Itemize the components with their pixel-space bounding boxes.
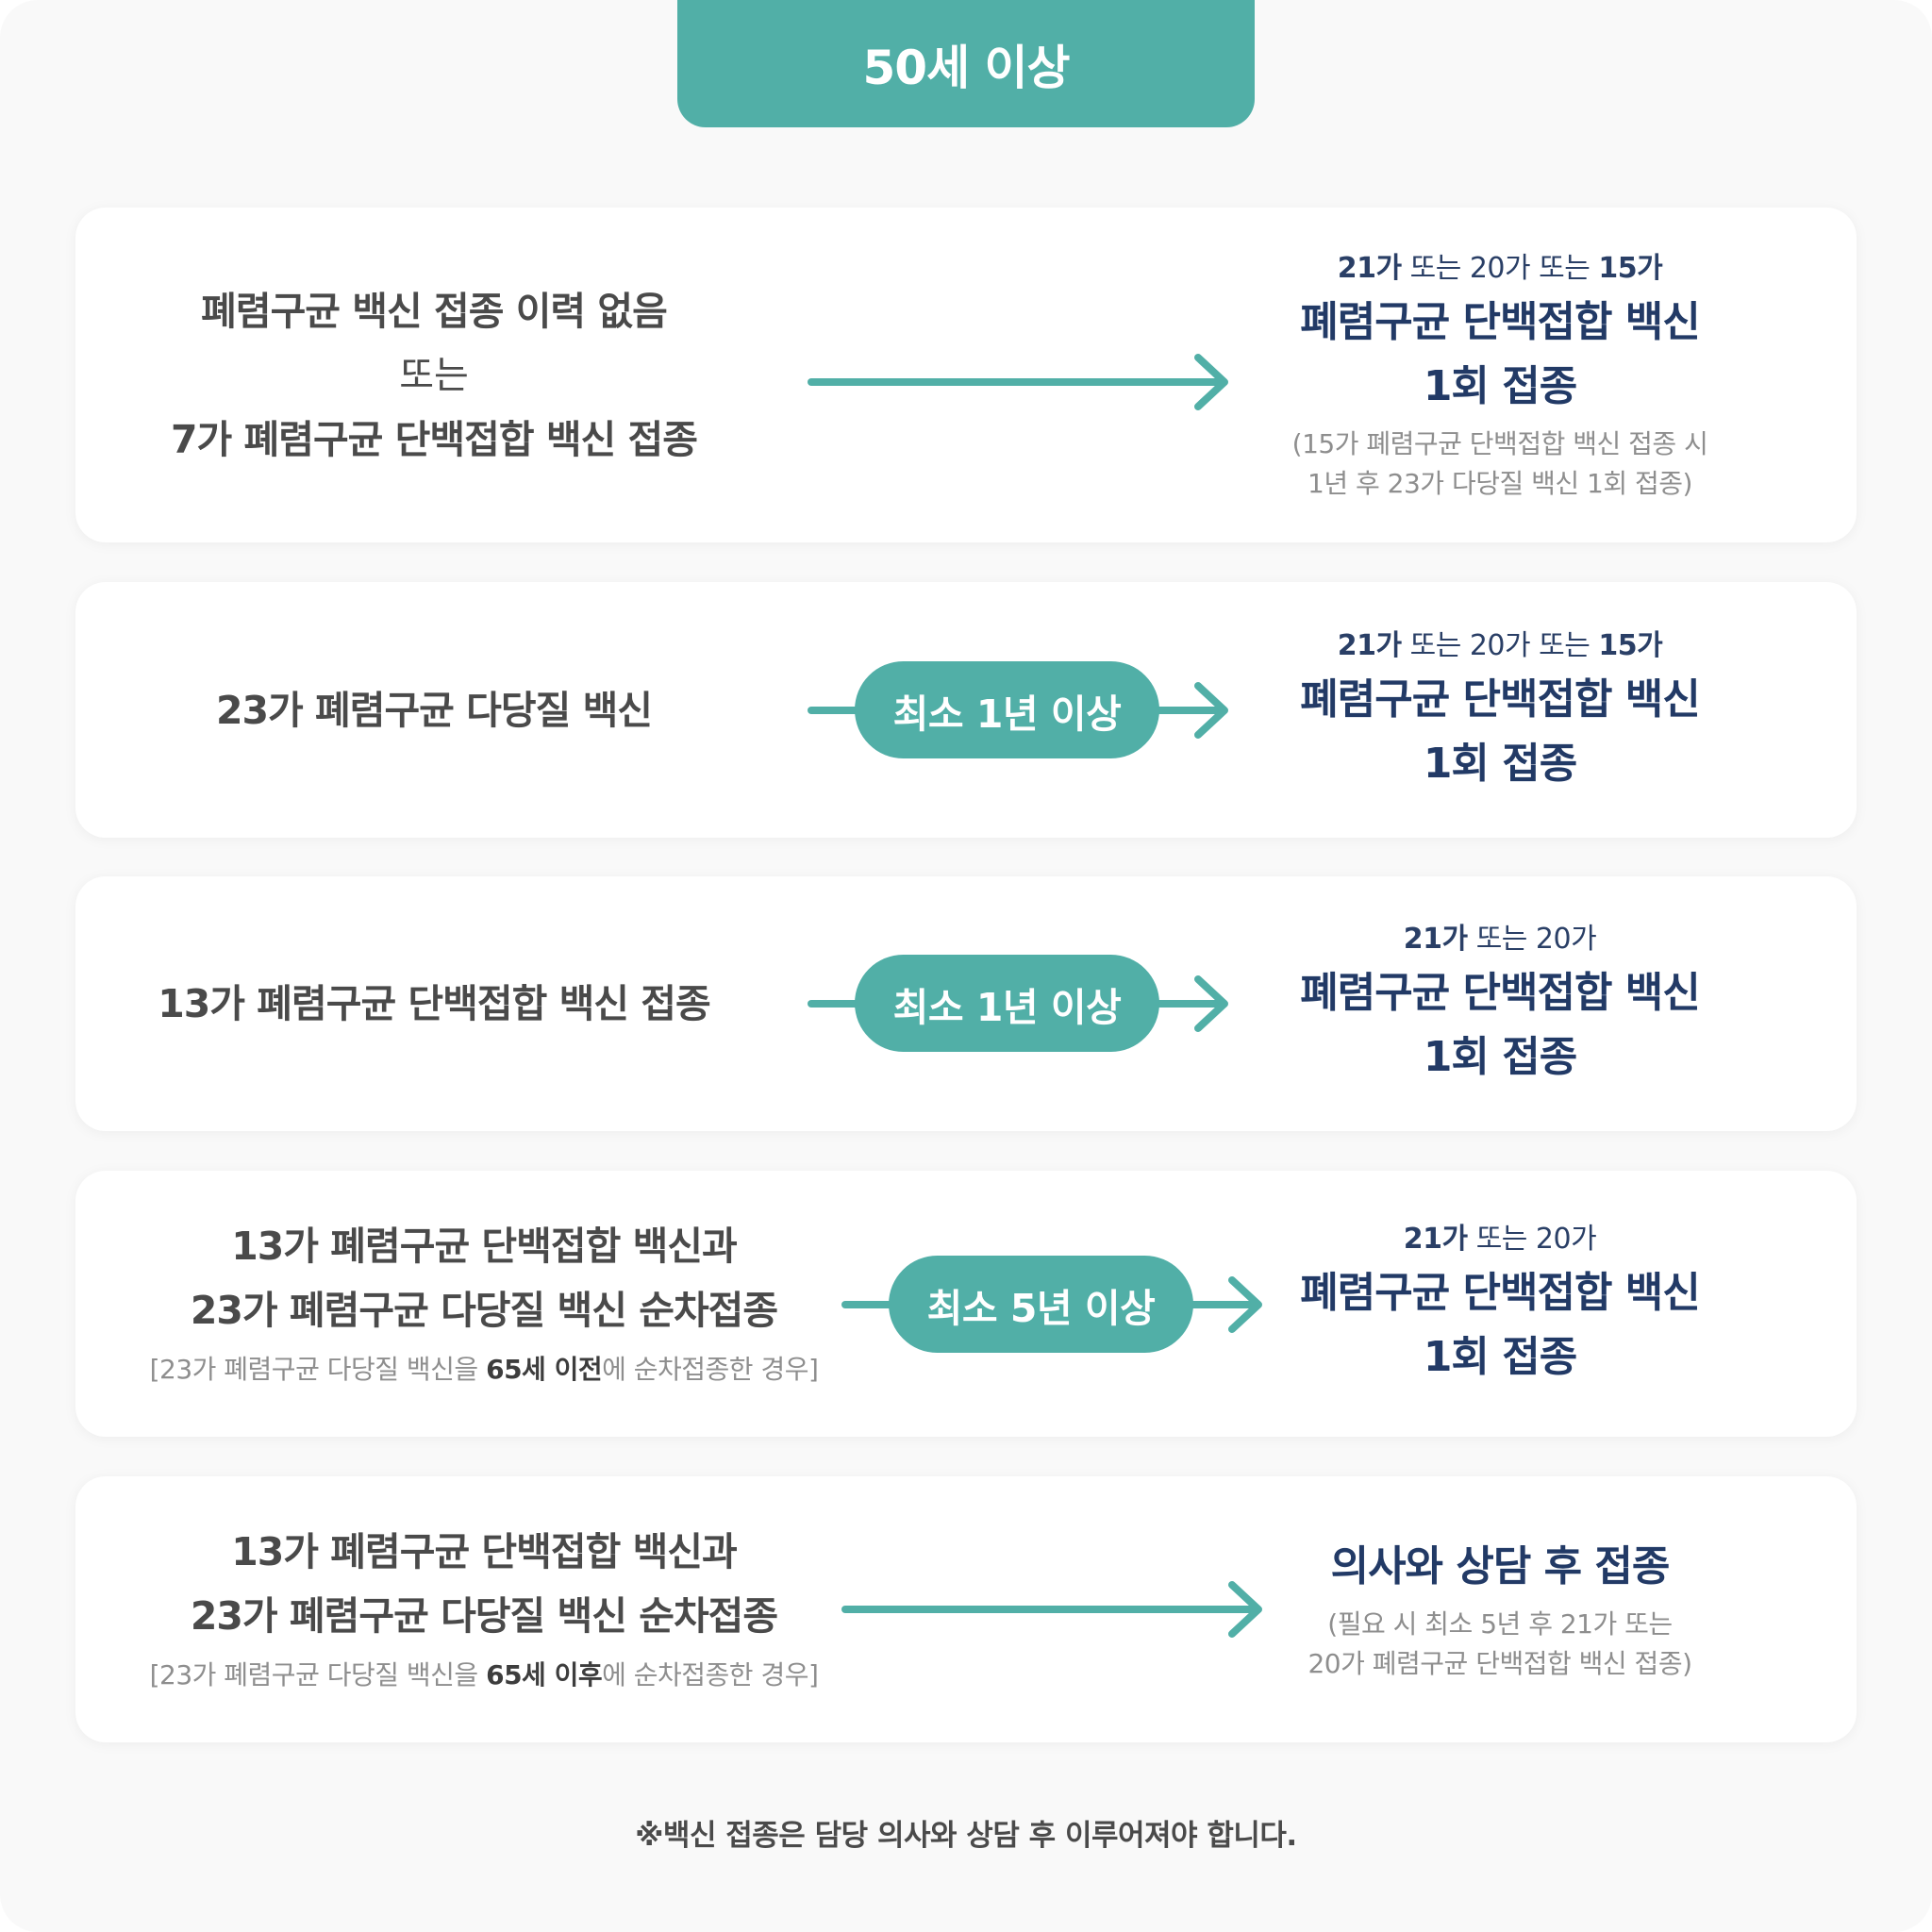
footer-disclaimer: ※백신 접종은 담당 의사와 상담 후 이루어져야 합니다. — [635, 1819, 1297, 1853]
prior-history-line1: 23가 폐렴구균 다당질 백신 — [215, 687, 653, 733]
vaccine-options: 21가 또는 20가 또는 15가 — [1337, 251, 1663, 285]
vaccine-options: 21가 또는 20가 또는 15가 — [1337, 628, 1663, 662]
recommendation: 21가 또는 20가 폐렴구균 단백접합 백신 1회 접종 — [1255, 876, 1745, 1131]
recommendation-line2: 1회 접종 — [1423, 1033, 1577, 1081]
recommendation-line2: 1회 접종 — [1423, 739, 1577, 788]
prior-history-note: [23가 폐렴구균 다당질 백신을 65세 이후에 순차접종한 경우] — [149, 1659, 819, 1690]
prior-history-line2: 23가 폐렴구균 다당질 백신 순차접종 — [190, 1593, 778, 1639]
interval-badge: 최소 5년 이상 — [889, 1256, 1193, 1353]
schedule-row-1: 폐렴구균 백신 접종 이력 없음 또는 7가 폐렴구균 단백접합 백신 접종 2… — [75, 208, 1857, 542]
vaccine-options: 21가 또는 20가 — [1403, 1223, 1597, 1256]
recommendation: 21가 또는 20가 폐렴구균 단백접합 백신 1회 접종 — [1255, 1171, 1745, 1437]
interval-badge: 최소 1년 이상 — [855, 955, 1159, 1052]
recommendation-line1: 폐렴구균 단백접합 백신 — [1300, 1269, 1700, 1317]
prior-history-or: 또는 — [399, 353, 469, 397]
schedule-row-5: 13가 폐렴구균 단백접합 백신과 23가 폐렴구균 다당질 백신 순차접종 [… — [75, 1476, 1857, 1742]
prior-history: 13가 폐렴구균 단백접합 백신 접종 — [75, 876, 792, 1131]
recommendation-line1: 폐렴구균 단백접합 백신 — [1300, 297, 1700, 346]
prior-history-line1: 13가 폐렴구균 단백접합 백신 접종 — [158, 981, 711, 1026]
interval-badge: 최소 1년 이상 — [855, 661, 1159, 758]
vaccine-options: 21가 또는 20가 — [1403, 923, 1597, 956]
recommendation-note: (15가 폐렴구균 단백접합 백신 접종 시 1년 후 23가 다당질 백신 1… — [1291, 427, 1708, 499]
schedule-row-3: 13가 폐렴구균 단백접합 백신 접종 최소 1년 이상 21가 또는 20가 … — [75, 876, 1857, 1131]
schedule-row-2: 23가 폐렴구균 다당질 백신 최소 1년 이상 21가 또는 20가 또는 1… — [75, 582, 1857, 838]
recommendation: 의사와 상담 후 접종 (필요 시 최소 5년 후 21가 또는 20가 폐렴구… — [1255, 1476, 1745, 1742]
arrow-right-icon — [841, 1581, 1262, 1638]
recommendation-line1: 폐렴구균 단백접합 백신 — [1300, 675, 1700, 724]
prior-history-line2: 7가 폐렴구균 단백접합 백신 접종 — [171, 416, 698, 462]
arrow-right-icon — [808, 354, 1228, 410]
recommendation: 21가 또는 20가 또는 15가 폐렴구균 단백접합 백신 1회 접종 — [1255, 582, 1745, 838]
recommendation-line1: 의사와 상담 후 접종 — [1330, 1542, 1671, 1591]
prior-history: 13가 폐렴구균 단백접합 백신과 23가 폐렴구균 다당질 백신 순차접종 [… — [109, 1476, 858, 1742]
prior-history: 폐렴구균 백신 접종 이력 없음 또는 7가 폐렴구균 단백접합 백신 접종 — [75, 208, 792, 542]
recommendation-line2: 1회 접종 — [1423, 361, 1577, 410]
prior-history-line2: 23가 폐렴구균 다당질 백신 순차접종 — [190, 1288, 778, 1333]
recommendation-line1: 폐렴구균 단백접합 백신 — [1300, 969, 1700, 1017]
prior-history: 23가 폐렴구균 다당질 백신 — [75, 582, 792, 838]
prior-history: 13가 폐렴구균 단백접합 백신과 23가 폐렴구균 다당질 백신 순차접종 [… — [109, 1171, 858, 1437]
age-group-tab: 50세 이상 — [677, 0, 1255, 127]
recommendation-note: (필요 시 최소 5년 후 21가 또는 20가 폐렴구균 단백접합 백신 접종… — [1307, 1608, 1692, 1679]
schedule-row-4: 13가 폐렴구균 단백접합 백신과 23가 폐렴구균 다당질 백신 순차접종 [… — [75, 1171, 1857, 1437]
prior-history-note: [23가 폐렴구균 다당질 백신을 65세 이전에 순차접종한 경우] — [149, 1354, 819, 1385]
prior-history-line1: 폐렴구균 백신 접종 이력 없음 — [201, 288, 668, 334]
age-group-title: 50세 이상 — [862, 40, 1071, 95]
recommendation: 21가 또는 20가 또는 15가 폐렴구균 단백접합 백신 1회 접종 (15… — [1255, 208, 1745, 542]
prior-history-line1: 13가 폐렴구균 단백접합 백신과 — [231, 1529, 738, 1574]
prior-history-line1: 13가 폐렴구균 단백접합 백신과 — [231, 1224, 738, 1269]
recommendation-line2: 1회 접종 — [1423, 1333, 1577, 1381]
